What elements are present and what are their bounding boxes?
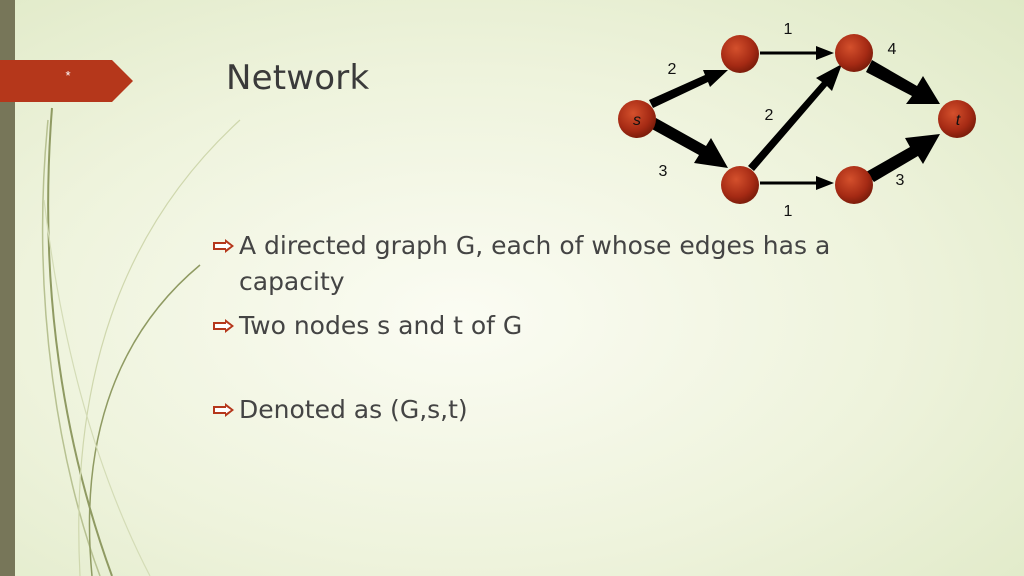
edge-middle [748,64,842,171]
edge-bottom [760,176,834,190]
capacity-label-bottom: 1 [784,203,793,220]
slide-number-label: * [65,68,71,83]
capacity-label-s-upper: 2 [668,61,677,78]
node-label-t: t [956,112,961,129]
capacity-label-middle: 2 [765,107,774,124]
capacity-label-lower-t: 3 [896,172,905,189]
capacity-label-upper-t: 4 [888,41,897,58]
graph-node-lower-left [721,166,759,204]
edge-s-to-upper [649,70,728,108]
left-accent-bar [0,0,15,576]
edge-top [760,46,834,60]
graph-node-lower-right [835,166,873,204]
bullet-text: A directed graph G, each of whose edges … [239,231,831,296]
bullet-text: Two nodes s and t of G [239,311,523,340]
capacity-label-s-lower: 3 [659,163,668,180]
bullet-text: Denoted as (G,s,t) [239,395,468,424]
capacity-label-top: 1 [784,21,793,38]
node-label-s: s [633,112,641,129]
edge-lower-to-t [866,134,940,182]
bullet-arrow-icon [213,319,234,333]
slide-number-tab [0,60,133,102]
decorative-swirl [41,107,241,576]
slide-title: Network [226,58,370,98]
graph-node-t [938,100,976,138]
edge-upper-to-t [866,60,940,104]
network-diagram: s t 1 2 4 2 3 3 1 [618,21,976,220]
bullet-arrow-icon [213,239,234,253]
graph-node-s [618,100,656,138]
graph-node-upper-right [835,34,873,72]
bullet-item: Denoted as (G,s,t) [212,392,892,428]
bullet-item: Two nodes s and t of G [212,308,892,344]
bullet-list: A directed graph G, each of whose edges … [212,228,892,428]
edge-s-to-lower [650,118,728,168]
bullet-item: A directed graph G, each of whose edges … [212,228,892,300]
bullet-arrow-icon [213,403,234,417]
graph-node-upper-left [721,35,759,73]
